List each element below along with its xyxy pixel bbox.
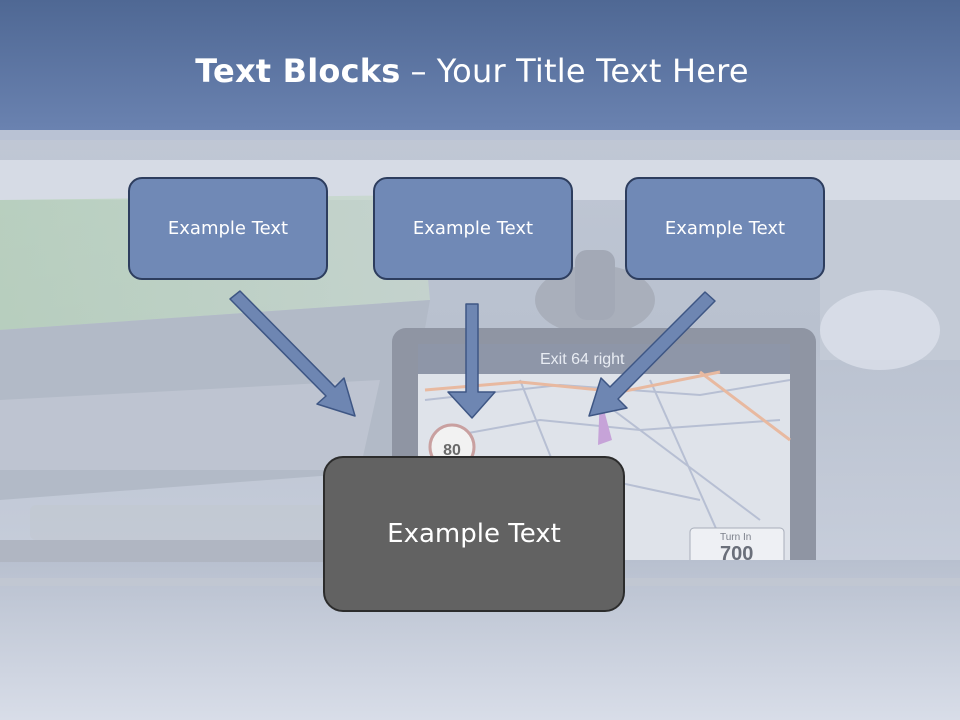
title-rest: Your Title Text Here: [436, 52, 749, 90]
target-block[interactable]: Example Text: [323, 456, 625, 612]
turn-distance: 700: [720, 543, 753, 565]
target-block-label: Example Text: [387, 519, 561, 549]
text-block-3-label: Example Text: [664, 218, 786, 239]
text-block-3[interactable]: Example Text: [625, 177, 825, 280]
text-block-1[interactable]: Example Text: [128, 177, 328, 280]
text-block-1-label: Example Text: [167, 218, 289, 239]
title-separator: –: [410, 52, 427, 90]
gps-instruction: Exit 64 right: [540, 351, 625, 368]
speed-limit-sign: 80: [443, 442, 461, 459]
text-block-2-label: Example Text: [412, 218, 534, 239]
title-bold-part: Text Blocks: [195, 52, 401, 90]
slide-title: Text Blocks–Your Title Text Here: [0, 52, 944, 90]
text-block-2[interactable]: Example Text: [373, 177, 573, 280]
turn-in-label: Turn In: [720, 532, 751, 543]
